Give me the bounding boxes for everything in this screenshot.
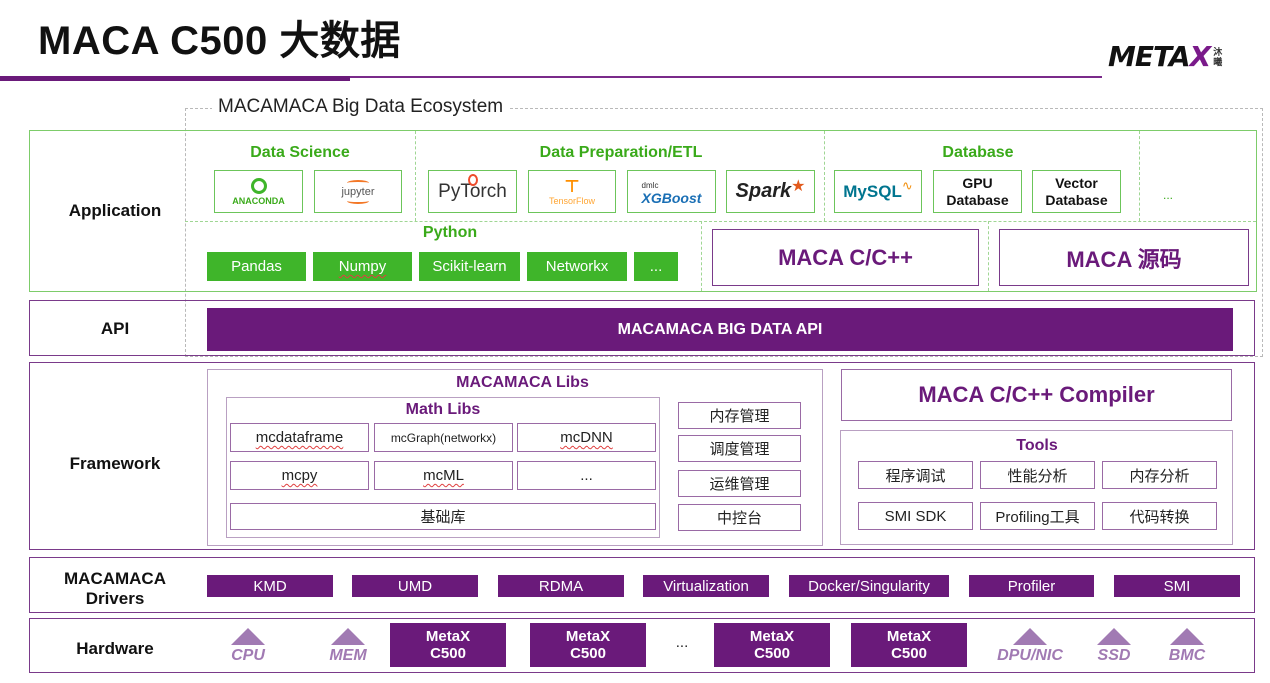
hw-cpu: CPU [223,628,273,665]
pandas-button[interactable]: Pandas [207,252,306,281]
driver-virtualization[interactable]: Virtualization [643,575,769,597]
divider [185,221,1256,222]
math-more-box[interactable]: ... [517,461,656,490]
mcgraph-box[interactable]: mcGraph(networkx) [374,423,513,452]
memory-analysis-box[interactable]: 内存分析 [1102,461,1217,489]
hw-bmc: BMC [1163,628,1211,665]
ops-mgmt-box[interactable]: 运维管理 [678,470,801,497]
triangle-icon [1097,628,1131,645]
maca-cpp-box[interactable]: MACA C/C++ [712,229,979,286]
debug-tool-box[interactable]: 程序调试 [858,461,973,489]
application-layer [29,130,1257,292]
gpu-more: ... [675,634,689,651]
divider [824,131,825,221]
anaconda-icon [250,177,267,194]
hw-dpu-nic: DPU/NIC [990,628,1070,665]
ecosystem-title: MACAMACA Big Data Ecosystem [212,96,510,118]
ecosystem-frame [185,108,1263,357]
triangle-icon [1013,628,1047,645]
hw-mem: MEM [320,628,376,665]
compiler-box[interactable]: MACA C/C++ Compiler [841,369,1232,421]
networkx-button[interactable]: Networkx [527,252,627,281]
jupyter-logo[interactable]: jupyter [314,170,402,213]
layer-label-application: Application [68,201,162,220]
console-box[interactable]: 中控台 [678,504,801,531]
divider [701,221,702,291]
tensorflow-icon: ⊤ [564,176,580,196]
scikit-learn-button[interactable]: Scikit-learn [419,252,520,281]
smi-sdk-box[interactable]: SMI SDK [858,502,973,530]
perf-analysis-box[interactable]: 性能分析 [980,461,1095,489]
layer-label-api: API [100,319,130,338]
anaconda-logo[interactable]: ANACONDA [214,170,303,213]
divider [415,131,416,221]
tensorflow-logo[interactable]: ⊤ TensorFlow [528,170,616,213]
spark-star-icon: ★ [791,177,806,195]
driver-smi[interactable]: SMI [1114,575,1240,597]
mysql-dolphin-icon: ∿ [901,177,913,193]
math-libs-title: Math Libs [405,401,481,418]
mysql-logo[interactable]: MySQL ∿ [834,170,922,213]
spark-logo[interactable]: Spark ★ [726,170,815,213]
driver-umd[interactable]: UMD [352,575,478,597]
mcpy-box[interactable]: mcpy [230,461,369,490]
jupyter-icon [347,179,369,186]
etl-title: Data Preparation/ETL [539,144,703,161]
base-lib-box[interactable]: 基础库 [230,503,656,530]
divider [988,221,989,291]
driver-docker-singularity[interactable]: Docker/Singularity [789,575,949,597]
data-science-title: Data Science [250,144,350,161]
pytorch-logo[interactable]: PyTorch [428,170,517,213]
maca-source-box[interactable]: MACA 源码 [999,229,1249,286]
mcdnn-box[interactable]: mcDNN [517,423,656,452]
title-rule [350,76,1102,78]
layer-label-framework: Framework [69,454,161,473]
triangle-icon [1170,628,1204,645]
title-underline [0,76,350,81]
hw-ssd: SSD [1090,628,1138,665]
tools-title: Tools [1016,437,1058,454]
memory-mgmt-box[interactable]: 内存管理 [678,402,801,429]
driver-rdma[interactable]: RDMA [498,575,624,597]
database-title: Database [942,144,1014,161]
triangle-icon [231,628,265,645]
driver-profiler[interactable]: Profiler [969,575,1094,597]
api-bar[interactable]: MACAMACA BIG DATA API [207,308,1233,351]
mcml-box[interactable]: mcML [374,461,513,490]
layer-label-hardware: Hardware [76,639,154,658]
gpu-database-box[interactable]: GPU Database [933,170,1022,213]
database-more: ... [1163,188,1174,202]
tools-frame [840,430,1233,545]
code-convert-box[interactable]: 代码转换 [1102,502,1217,530]
scheduling-mgmt-box[interactable]: 调度管理 [678,435,801,462]
driver-kmd[interactable]: KMD [207,575,333,597]
mcdataframe-box[interactable]: mcdataframe [230,423,369,452]
jupyter-arc-icon [347,198,369,204]
numpy-button[interactable]: Numpy [313,252,412,281]
triangle-icon [331,628,365,645]
python-title: Python [422,224,478,241]
python-more-button[interactable]: ... [634,252,678,281]
math-libs-frame [226,397,660,538]
page-title: MACA C500 大数据 [38,19,401,63]
vector-database-box[interactable]: Vector Database [1032,170,1121,213]
libs-frame [207,369,823,546]
libs-title: MACAMACA Libs [456,374,589,391]
pytorch-flame-icon [468,174,478,186]
profiling-tool-box[interactable]: Profiling工具 [980,502,1095,530]
xgboost-logo[interactable]: dmlc XGBoost [627,170,716,213]
api-layer [29,300,1255,356]
layer-label-drivers: MACAMACA Drivers [64,569,166,608]
divider [1139,131,1140,221]
